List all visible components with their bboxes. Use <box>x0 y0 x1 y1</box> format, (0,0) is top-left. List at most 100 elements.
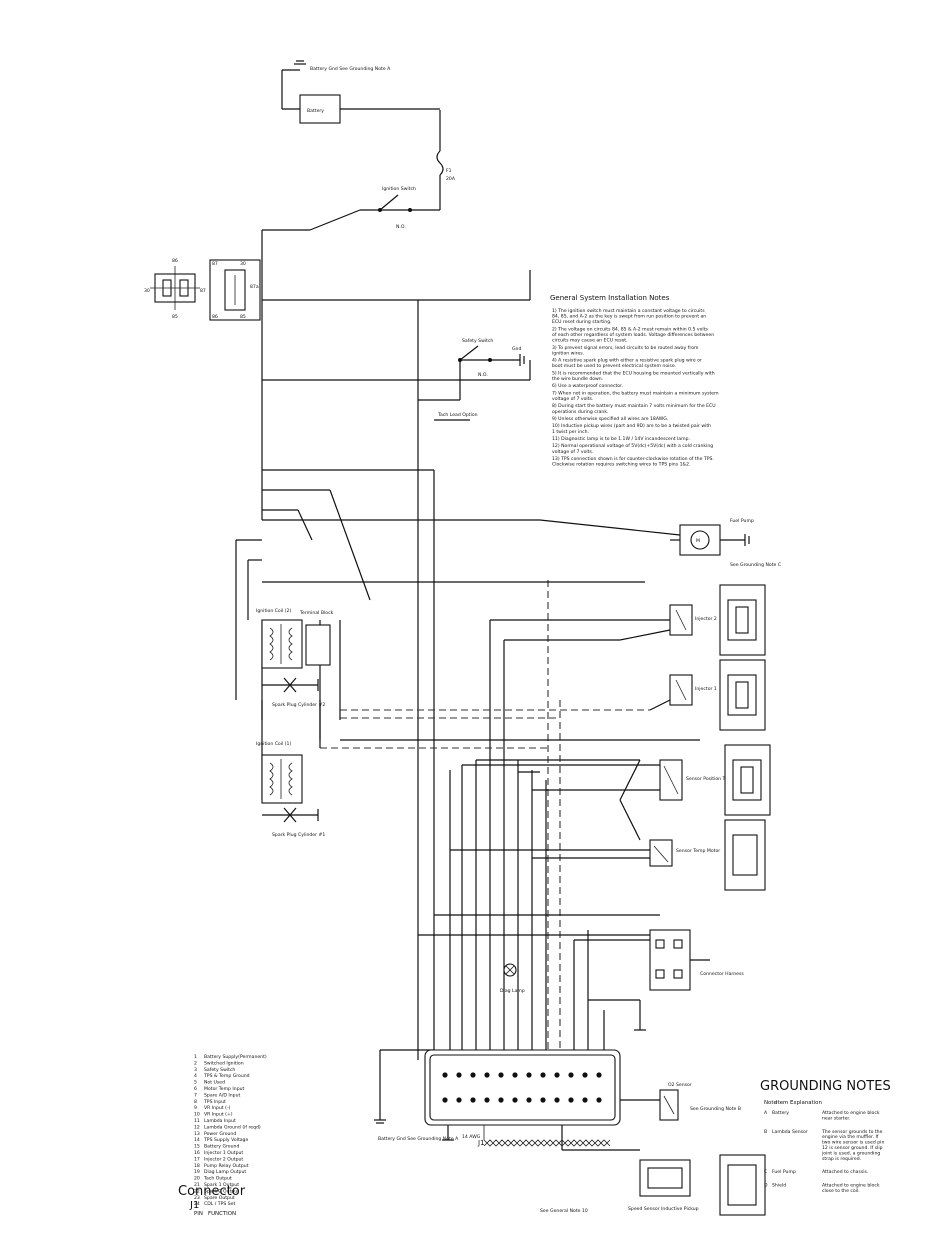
ignition-switch-label: Ignition Switch <box>382 186 416 192</box>
grounding-col-note: Note <box>764 1100 777 1106</box>
diag-lamp: Diag Lamp <box>500 963 525 994</box>
pin-function: Spare Output <box>204 1195 235 1201</box>
ignition-coil-2: Ignition Coil (2) Terminal Block <box>256 608 334 669</box>
safety-switch: Safety Switch N.O. Gnd <box>458 338 525 378</box>
tach-label: Tach Lead Option <box>437 412 478 418</box>
pin-function: Lambda Input <box>204 1118 236 1124</box>
ecu-ground-label: 14 AWG <box>462 1134 481 1140</box>
pin-number: 24 <box>194 1201 200 1207</box>
pin-number: 16 <box>194 1150 200 1156</box>
injector-label: Injector 2 <box>695 616 717 622</box>
pin-function: Battery Supply(Permanent) <box>204 1054 267 1060</box>
tps-label: Sensor Position Throttle <box>686 776 741 782</box>
fuel-pump-relay: 30 85 86 87 87a <box>209 259 261 321</box>
general-note-item: 3) To prevent signal errors, lead circui… <box>552 345 699 357</box>
pin-function: Safety Switch <box>204 1067 235 1073</box>
pin-number: 6 <box>194 1086 197 1092</box>
motor-temp-sensor: Sensor Temp Motor <box>619 759 766 891</box>
connector-label: Connector Harness <box>700 971 744 977</box>
pin-number: 19 <box>194 1169 200 1175</box>
pin-number: 9 <box>194 1105 197 1111</box>
tach-lead: Tach Lead Option <box>434 412 478 421</box>
spark-plug-2: Spark Plug Cylinder #2 <box>262 677 325 708</box>
fuse: F1 20A <box>436 110 456 210</box>
relay-pin-label: 85 <box>240 314 246 320</box>
safety-no-label: N.O. <box>478 372 488 378</box>
grounding-note-item: Lambda Sensor <box>772 1129 808 1135</box>
pin-function: Pump Relay Output <box>204 1163 249 1169</box>
general-note-item: 2) The voltage on circuits 84, 85 & A-2 … <box>552 326 714 343</box>
terminal-label: Terminal Block <box>299 610 334 616</box>
battery-label: Battery <box>307 108 324 114</box>
pin-number: 18 <box>194 1163 200 1169</box>
pin-number: 14 <box>194 1137 200 1143</box>
pin-function: Diag Lamp Output <box>204 1169 246 1175</box>
coil-label: Ignition Coil (1) <box>256 741 291 747</box>
pin-number: 21 <box>194 1182 200 1188</box>
pin-function: Battery Ground <box>204 1144 239 1150</box>
grounding-note-letter: D <box>764 1183 768 1189</box>
diag-lamp-label: Diag Lamp <box>500 988 525 994</box>
battery-ground-label: Battery Gnd See Grounding Note A <box>310 66 391 72</box>
pin-number: 3 <box>194 1067 197 1073</box>
fuse-label: F1 <box>446 168 452 174</box>
pin-function: Tach Output <box>203 1176 232 1182</box>
fuel-pump-label: Fuel Pump <box>730 518 754 524</box>
throttle-position-sensor: Sensor Position Throttle <box>659 744 771 816</box>
battery-gnd-note: Battery Gnd See Grounding Note A <box>378 1136 459 1142</box>
pin-number: 11 <box>194 1118 200 1124</box>
general-note-item: 11) Diagnostic lamp is to be 1.1W / 14V … <box>552 436 690 442</box>
pin-number: 4 <box>194 1073 197 1079</box>
pin-function: Injector 2 Output <box>204 1156 243 1162</box>
general-notes-title: General System Installation Notes <box>550 294 670 302</box>
grounding-col-explanation: Explanation <box>790 1100 822 1106</box>
pin-number: 17 <box>194 1156 200 1162</box>
pin-function: VR Input (+) <box>204 1112 233 1118</box>
grounding-note-letter: B <box>764 1129 767 1135</box>
grounding-notes-title: GROUNDING NOTES <box>760 1079 891 1094</box>
speed-sensor: Speed Sensor Inductive Pickup <box>628 1154 766 1216</box>
pin-function: Spark 1 Output <box>204 1182 239 1188</box>
relay-pin-label: 86 <box>212 314 218 320</box>
pin-function: TPS & Temp Ground <box>203 1073 250 1079</box>
speed-sensor-label: Speed Sensor Inductive Pickup <box>628 1206 699 1212</box>
battery: Battery Battery Gnd See Grounding Note A <box>281 60 440 124</box>
relay-pin-label: 87 <box>212 261 218 267</box>
harness-connector: Connector Harness <box>634 929 744 1031</box>
pin-function: Spare A/D Input <box>204 1092 241 1098</box>
general-note-item: 5) It is recommended that the ECU housin… <box>552 370 715 382</box>
connector-table-subtitle: J1 <box>189 1200 199 1211</box>
pin-function: CDL / TPS Set <box>204 1201 235 1207</box>
pin-number: 23 <box>194 1195 200 1201</box>
ignition-switch: Ignition Switch N.O. <box>378 186 440 230</box>
pin-number: 1 <box>194 1054 197 1060</box>
grounding-note-item: Battery <box>772 1110 789 1116</box>
connector-table-title: Connector <box>178 1184 246 1199</box>
pin-function: Injector 1 Output <box>204 1150 243 1156</box>
pin-function: Not Used <box>204 1080 225 1086</box>
ecu-pins <box>442 1072 602 1103</box>
injector-1: Injector 1 <box>649 659 766 731</box>
pin-number: 2 <box>194 1060 197 1066</box>
pin-number: 7 <box>194 1092 197 1098</box>
fuse-rating: 20A <box>446 176 456 182</box>
pin-number: 13 <box>194 1131 200 1137</box>
pin-number: 20 <box>194 1176 200 1182</box>
injector-label: Injector 1 <box>695 686 717 692</box>
pin-number: 8 <box>194 1099 197 1105</box>
general-note-item: 7) When not in operation, the battery mu… <box>552 390 719 402</box>
general-notes: General System Installation Notes 1) The… <box>550 294 719 468</box>
spark-plug-1: Spark Plug Cylinder #1 <box>262 807 325 838</box>
shielded-wire: See General Note 10 <box>483 1139 611 1214</box>
pin-function: Spark 2 Output <box>204 1188 239 1194</box>
pin-number: 12 <box>194 1124 200 1130</box>
grounding-note-explanation: Attached to chassis. <box>822 1169 868 1175</box>
temp-sensor-label: Sensor Temp Motor <box>676 848 720 854</box>
connector-col-function: FUNCTION <box>208 1211 236 1217</box>
